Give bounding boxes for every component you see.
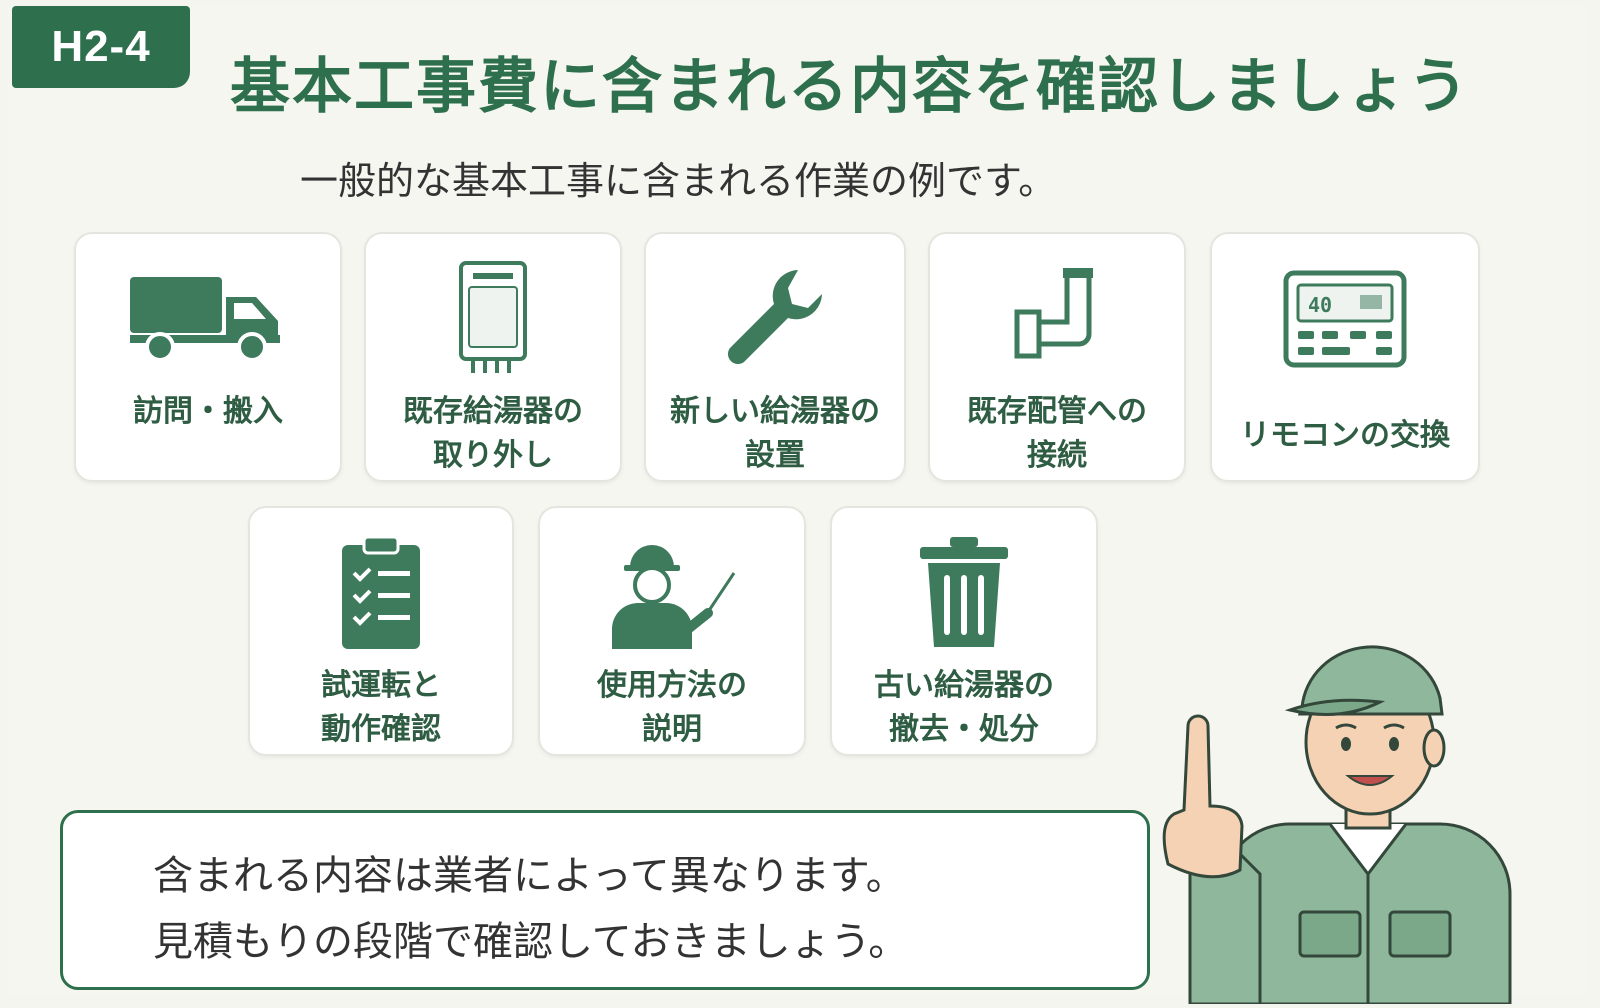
card-label: 古い給湯器の 撤去・処分 — [874, 668, 1054, 747]
pipe-icon — [1007, 254, 1107, 384]
water-heater-icon — [453, 254, 533, 384]
trash-can-icon — [914, 528, 1014, 658]
note-line-2: 見積もりの段階で確認しておきましょう。 — [153, 919, 909, 965]
card-label: 新しい給湯器の 設置 — [670, 394, 880, 473]
card-remove-old-heater: 既存給湯器の 取り外し — [364, 232, 622, 482]
card-dispose-old-heater: 古い給湯器の 撤去・処分 — [830, 506, 1098, 756]
worker-pointer-icon — [602, 528, 742, 658]
truck-icon — [128, 254, 288, 384]
card-install-new-heater: 新しい給湯器の 設置 — [644, 232, 906, 482]
wrench-icon — [720, 254, 830, 384]
remote-control-icon: 40 — [1282, 254, 1408, 384]
page-subtitle: 一般的な基本工事に含まれる作業の例です。 — [300, 159, 1057, 203]
worker-illustration — [1150, 612, 1580, 1006]
note-line-1: 含まれる内容は業者によって異なります。 — [153, 853, 906, 899]
card-visit-delivery: 訪問・搬入 — [74, 232, 342, 482]
section-badge: H2-4 — [12, 6, 190, 88]
card-label: 訪問・搬入 — [133, 394, 283, 429]
card-label: 既存給湯器の 取り外し — [403, 394, 583, 473]
card-usage-explanation: 使用方法の 説明 — [538, 506, 806, 756]
card-label: リモコンの交換 — [1240, 418, 1450, 453]
card-remote-replace: 40 リモコンの交換 — [1210, 232, 1480, 482]
remote-display: 40 — [1308, 293, 1332, 317]
card-connect-piping: 既存配管への 接続 — [928, 232, 1186, 482]
clipboard-checklist-icon — [336, 528, 426, 658]
page-title: 基本工事費に含まれる内容を確認しましょう — [230, 52, 1470, 122]
card-test-run: 試運転と 動作確認 — [248, 506, 514, 756]
card-label: 既存配管への 接続 — [967, 394, 1147, 473]
card-label: 使用方法の 説明 — [597, 668, 747, 747]
card-label: 試運転と 動作確認 — [321, 668, 441, 747]
note-box: 含まれる内容は業者によって異なります。 見積もりの段階で確認しておきましょう。 — [60, 810, 1150, 990]
